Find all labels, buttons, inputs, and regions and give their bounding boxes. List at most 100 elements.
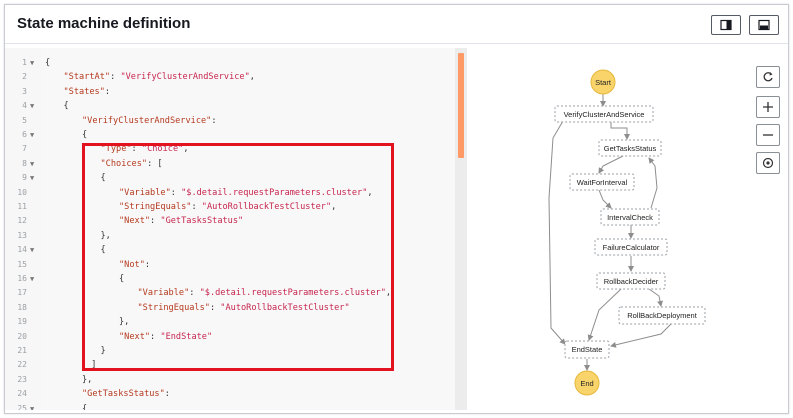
line-number: 12 (17, 216, 27, 226)
code-line[interactable]: "GetTasksStatus": (82, 387, 170, 401)
code-token: "Next" (119, 331, 151, 342)
editor-scrollbar[interactable] (455, 48, 467, 410)
code-line[interactable]: { (119, 272, 124, 286)
node-end-label: End (580, 379, 593, 388)
code-line[interactable]: "Not": (119, 258, 150, 272)
code-line[interactable]: ] (91, 358, 96, 372)
code-line[interactable]: }, (101, 229, 111, 243)
code-token: : (164, 389, 170, 400)
line-number: 18 (17, 302, 27, 312)
code-line[interactable]: { (82, 128, 87, 142)
line-number: 17 (17, 288, 27, 298)
node-get-tasks-status[interactable]: GetTasksStatus (598, 139, 662, 157)
node-end[interactable]: End (574, 370, 600, 396)
code-line[interactable]: { (82, 402, 87, 410)
node-end-state-label: EndState (572, 345, 603, 354)
edge-wait-interval (598, 189, 612, 209)
line-number: 4 (22, 101, 27, 111)
bottom-view-button[interactable] (749, 15, 779, 35)
code-line[interactable]: "Next": "GetTasksStatus" (119, 214, 243, 228)
node-rollback-decider[interactable]: RollbackDecider (596, 272, 666, 290)
code-line[interactable]: "StringEquals": "AutoRollbackTestCluster… (119, 200, 336, 214)
line-number: 7 (22, 144, 27, 154)
node-interval-check[interactable]: IntervalCheck (600, 208, 660, 226)
code-token: }, (100, 230, 111, 241)
code-line[interactable]: "VerifyClusterAndService": (82, 114, 217, 128)
code-line[interactable]: "Next": "EndState" (119, 330, 212, 344)
line-number: 14 (17, 245, 27, 255)
code-line[interactable]: "Type": "Choice", (101, 142, 189, 156)
code-line[interactable]: { (101, 171, 106, 185)
code-token: { (100, 245, 106, 256)
line-number: 24 (17, 389, 27, 399)
node-rollback-deployment[interactable]: RollBackDeployment (618, 306, 706, 325)
code-token: : (191, 202, 202, 212)
code-token: }, (82, 374, 93, 385)
code-token: "StartAt" (63, 72, 111, 83)
code-line[interactable]: "Variable": "$.detail.requestParameters.… (138, 286, 392, 300)
line-gutter (5, 48, 41, 410)
node-verify-label: VerifyClusterAndService (564, 110, 645, 119)
code-token: , (183, 144, 189, 155)
line-number: 23 (17, 374, 27, 384)
fold-toggle-icon[interactable]: ▼ (30, 174, 35, 183)
code-line[interactable]: "Variable": "$.detail.requestParameters.… (119, 186, 373, 200)
scrollbar-thumb[interactable] (458, 53, 464, 158)
code-token: "VerifyClusterAndService" (82, 115, 212, 126)
code-line[interactable]: "StringEquals": "AutoRollbackTestCluster… (138, 301, 350, 315)
code-token: "States" (63, 86, 105, 97)
line-number: 2 (22, 72, 27, 82)
code-token: : (170, 187, 182, 198)
workflow-graph[interactable]: Start VerifyClusterAndService GetTasksSt… (471, 48, 789, 410)
code-token: ] (91, 360, 97, 371)
code-area[interactable] (41, 48, 455, 410)
refresh-button[interactable] (756, 66, 780, 88)
code-token: "Next" (119, 216, 151, 227)
node-wait-for-interval[interactable]: WaitForInterval (569, 173, 635, 191)
fold-toggle-icon[interactable]: ▼ (30, 246, 35, 255)
code-token: : (209, 302, 221, 313)
node-end-state[interactable]: EndState (564, 340, 610, 359)
node-verify-cluster-and-service[interactable]: VerifyClusterAndService (554, 105, 654, 123)
code-token: : (144, 259, 151, 270)
zoom-in-icon (763, 102, 773, 112)
code-token: "GetTasksStatus" (82, 389, 165, 400)
code-line[interactable]: { (101, 243, 106, 257)
code-line[interactable]: "States": (64, 85, 111, 99)
code-token: : (211, 115, 217, 126)
code-token: "StringEquals" (119, 202, 192, 212)
line-number: 19 (17, 317, 27, 327)
code-line[interactable]: { (64, 99, 69, 113)
split-view-button[interactable] (711, 15, 741, 35)
code-line[interactable]: }, (82, 373, 92, 387)
fold-toggle-icon[interactable]: ▼ (30, 159, 35, 168)
node-failure-calculator[interactable]: FailureCalculator (594, 238, 668, 256)
line-number: 11 (17, 202, 27, 211)
code-token: "GetTasksStatus" (160, 216, 244, 227)
code-token: "AutoRollbackTestCluster" (220, 302, 350, 313)
fold-toggle-icon[interactable]: ▼ (30, 131, 35, 139)
fold-toggle-icon[interactable]: ▼ (30, 404, 35, 410)
fold-toggle-icon[interactable]: ▼ (30, 275, 35, 283)
fold-toggle-icon[interactable]: ▼ (30, 102, 35, 111)
code-token: "Variable" (119, 187, 171, 198)
code-line[interactable]: "StartAt": "VerifyClusterAndService", (64, 70, 255, 84)
code-line[interactable]: } (101, 344, 106, 358)
code-token: , (367, 187, 373, 198)
center-button[interactable] (756, 152, 780, 174)
code-line[interactable]: }, (119, 315, 129, 329)
node-start[interactable]: Start (590, 69, 616, 95)
state-machine-panel: State machine definition 1▼{2"StartAt": … (4, 4, 789, 414)
zoom-out-button[interactable] (756, 124, 780, 146)
line-number: 25 (17, 403, 27, 410)
node-rollback-decider-label: RollbackDecider (604, 277, 659, 286)
code-token: { (45, 58, 51, 68)
code-token: "StringEquals" (137, 302, 210, 313)
edge-gettasks-wait (598, 155, 624, 174)
edge-interval-gettasks (648, 157, 658, 209)
zoom-in-button[interactable] (756, 96, 780, 118)
line-number: 20 (17, 331, 27, 341)
fold-toggle-icon[interactable]: ▼ (30, 59, 35, 67)
code-line[interactable]: "Choices": [ (101, 157, 163, 171)
code-line[interactable]: { (45, 56, 50, 70)
